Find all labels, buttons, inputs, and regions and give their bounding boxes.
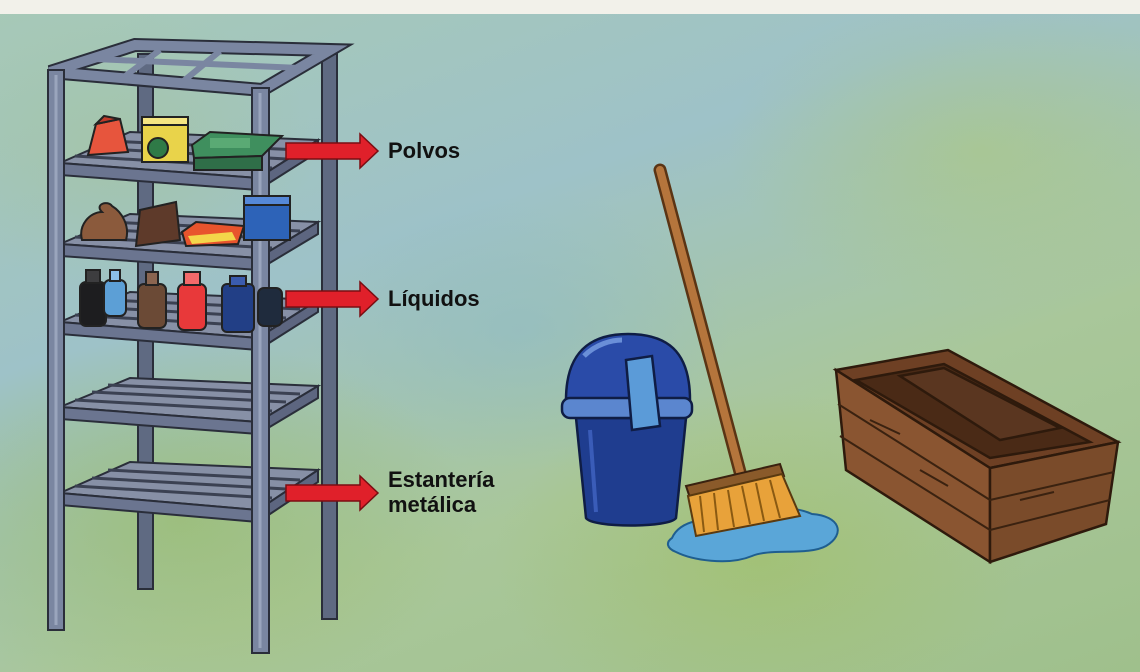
metal-shelf (47, 37, 355, 654)
trash-bin (560, 332, 694, 527)
mop (653, 163, 802, 538)
label-metal-shelf: Estantería metálica (388, 467, 494, 517)
powder-containers (86, 114, 285, 171)
label-powders: Polvos (388, 138, 461, 163)
label-metal-shelf-line2: metálica (388, 492, 477, 517)
sacks-and-boxes (80, 195, 291, 248)
pointer-arrow-liquids (285, 280, 380, 318)
label-metal-shelf-line1: Estantería (388, 467, 495, 492)
pointer-arrow-powders (285, 132, 380, 170)
liquid-bottles (79, 269, 283, 333)
wooden-crate (832, 348, 1122, 565)
pointer-arrow-shelf (285, 474, 380, 512)
label-liquids: Líquidos (388, 286, 480, 311)
